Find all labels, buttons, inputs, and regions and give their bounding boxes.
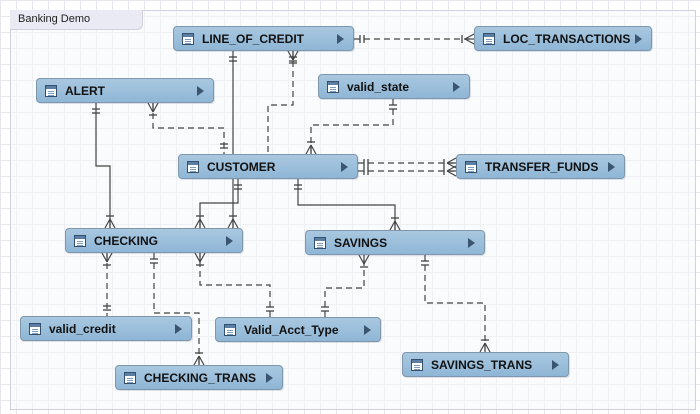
many-cardinality-mark <box>464 33 475 40</box>
expand-arrow-icon[interactable] <box>468 237 475 248</box>
many-cardinality-mark <box>199 218 206 229</box>
many-cardinality-mark <box>363 254 370 265</box>
many-cardinality-mark <box>305 144 312 155</box>
table-icon <box>327 80 339 93</box>
table-icon <box>45 84 57 97</box>
expand-arrow-icon[interactable] <box>364 324 371 335</box>
many-cardinality-mark <box>310 144 317 155</box>
many-cardinality-mark <box>194 218 201 229</box>
entity-label: ALERT <box>65 83 105 98</box>
entity-savings[interactable]: SAVINGS <box>305 230 485 255</box>
expand-arrow-icon[interactable] <box>552 359 559 370</box>
expand-arrow-icon[interactable] <box>635 33 642 44</box>
entity-valid-acct-type[interactable]: Valid_Acct_Type <box>215 317 381 342</box>
many-cardinality-mark <box>394 220 401 231</box>
table-icon <box>74 234 86 247</box>
relationship-line <box>95 103 111 228</box>
entity-label: CHECKING <box>94 233 159 248</box>
entity-label: TRANSFER_FUNDS <box>485 159 599 174</box>
many-cardinality-mark <box>358 254 365 265</box>
entity-label: valid_credit <box>49 321 116 336</box>
entity-label: SAVINGS_TRANS <box>431 357 533 372</box>
table-icon <box>187 160 199 173</box>
many-cardinality-mark <box>194 252 201 263</box>
table-icon <box>411 358 423 371</box>
relationship-line <box>297 179 396 230</box>
expand-arrow-icon[interactable] <box>175 323 182 334</box>
table-icon <box>483 32 495 45</box>
many-cardinality-mark <box>101 252 108 263</box>
entity-valid-credit[interactable]: valid_credit <box>20 316 192 341</box>
entity-label: valid_state <box>347 79 410 94</box>
many-cardinality-mark <box>106 252 113 263</box>
entity-label: LINE_OF_CREDIT <box>202 31 305 46</box>
many-cardinality-mark <box>193 355 200 366</box>
expand-arrow-icon[interactable] <box>226 235 233 246</box>
table-icon <box>224 323 236 336</box>
many-cardinality-mark <box>446 170 457 177</box>
table-icon <box>465 160 477 173</box>
expand-arrow-icon[interactable] <box>337 33 344 44</box>
expand-arrow-icon[interactable] <box>341 161 348 172</box>
many-cardinality-mark <box>446 165 457 172</box>
many-cardinality-mark <box>292 50 299 61</box>
table-icon <box>29 322 41 335</box>
entity-transfer-funds[interactable]: TRANSFER_FUNDS <box>456 154 625 179</box>
entity-alert[interactable]: ALERT <box>36 78 214 103</box>
entity-loc-transactions[interactable]: LOC_TRANSACTIONS <box>474 26 652 51</box>
relationship-line <box>152 103 225 154</box>
entity-valid-state[interactable]: valid_state <box>318 74 470 99</box>
table-icon <box>124 371 136 384</box>
many-cardinality-mark <box>484 342 491 353</box>
relationship-line <box>310 99 394 154</box>
relationship-line <box>424 255 486 352</box>
many-cardinality-mark <box>147 102 154 113</box>
many-cardinality-mark <box>152 102 159 113</box>
many-cardinality-mark <box>232 218 239 229</box>
relationship-line <box>153 253 200 365</box>
many-cardinality-mark <box>109 218 116 229</box>
many-cardinality-mark <box>227 218 234 229</box>
relationship-line <box>324 255 365 317</box>
expand-arrow-icon[interactable] <box>608 161 615 172</box>
expand-arrow-icon[interactable] <box>453 81 460 92</box>
entity-savings-trans[interactable]: SAVINGS_TRANS <box>402 352 569 377</box>
many-cardinality-mark <box>464 38 475 45</box>
many-cardinality-mark <box>198 355 205 366</box>
table-icon <box>314 236 326 249</box>
many-cardinality-mark <box>479 342 486 353</box>
entity-label: CUSTOMER <box>207 159 276 174</box>
entity-label: LOC_TRANSACTIONS <box>503 31 631 46</box>
entity-line-of-credit[interactable]: LINE_OF_CREDIT <box>173 26 354 51</box>
entity-checking-trans[interactable]: CHECKING_TRANS <box>115 365 283 390</box>
diagram-title: Banking Demo <box>10 10 143 30</box>
relationship-line <box>199 253 271 317</box>
expand-arrow-icon[interactable] <box>266 372 273 383</box>
entity-label: CHECKING_TRANS <box>144 370 257 385</box>
entity-label: Valid_Acct_Type <box>244 322 339 337</box>
many-cardinality-mark <box>446 157 457 164</box>
relationship-line <box>267 51 294 154</box>
many-cardinality-mark <box>287 50 294 61</box>
entity-checking[interactable]: CHECKING <box>65 228 243 253</box>
expand-arrow-icon[interactable] <box>197 85 204 96</box>
many-cardinality-mark <box>199 252 206 263</box>
entity-label: SAVINGS <box>334 235 388 250</box>
many-cardinality-mark <box>104 218 111 229</box>
entity-customer[interactable]: CUSTOMER <box>178 154 358 179</box>
many-cardinality-mark <box>389 220 396 231</box>
table-icon <box>182 32 194 45</box>
